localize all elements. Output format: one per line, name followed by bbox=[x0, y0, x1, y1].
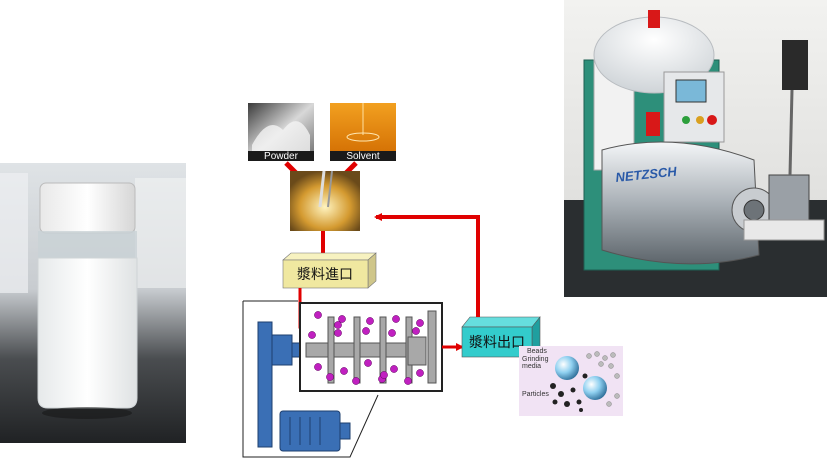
grinding-bead bbox=[362, 327, 370, 335]
recirculation-arrow bbox=[374, 213, 480, 317]
grinding-bead bbox=[412, 327, 420, 335]
grinding-chamber bbox=[299, 302, 443, 392]
grinding-bead bbox=[416, 319, 424, 327]
solvent-label: Solvent bbox=[346, 151, 380, 162]
brand-label: NETZSCH bbox=[615, 164, 678, 185]
grinding-bead bbox=[308, 331, 316, 339]
grinding-bead bbox=[338, 315, 346, 323]
grinding-bead bbox=[366, 317, 374, 325]
grinding-media-inset: Beads Grinding media Particles bbox=[519, 346, 623, 416]
powder-image: Powder bbox=[248, 103, 314, 162]
housing-outline bbox=[242, 301, 379, 458]
beads-label: Beads bbox=[527, 348, 547, 355]
grinding-bead bbox=[388, 329, 396, 337]
particles-label: Particles bbox=[522, 391, 549, 398]
grinding-bead bbox=[392, 315, 400, 323]
inlet-label: 漿料進口 bbox=[297, 267, 353, 283]
grinding-media-label-2: media bbox=[522, 363, 541, 370]
grinding-bead bbox=[380, 371, 388, 379]
vial-photo bbox=[0, 163, 186, 443]
grinding-bead bbox=[314, 363, 322, 371]
grinding-media-label-1: Grinding bbox=[522, 356, 549, 363]
bead-large-2 bbox=[583, 376, 607, 400]
grinding-bead bbox=[326, 373, 334, 381]
grinding-bead bbox=[390, 365, 398, 373]
inlet-box: 漿料進口 bbox=[282, 252, 377, 289]
mixing-image bbox=[290, 170, 360, 231]
powder-label: Powder bbox=[264, 151, 299, 162]
solvent-image: Solvent bbox=[330, 103, 396, 162]
grinding-bead bbox=[340, 367, 348, 375]
outlet-label: 漿料出口 bbox=[469, 335, 525, 351]
grinding-bead bbox=[334, 321, 342, 329]
bead-mill-machine-photo: NETZSCH bbox=[564, 0, 827, 297]
grinding-bead bbox=[334, 329, 342, 337]
grinding-bead bbox=[404, 377, 412, 385]
grinding-bead bbox=[314, 311, 322, 319]
grinding-bead bbox=[416, 369, 424, 377]
grinding-bead bbox=[352, 377, 360, 385]
motor bbox=[257, 321, 351, 452]
bead-large-1 bbox=[555, 356, 579, 380]
bead-mill-schematic: Powder Solvent 漿料進口 bbox=[238, 95, 628, 459]
grinding-bead bbox=[364, 359, 372, 367]
